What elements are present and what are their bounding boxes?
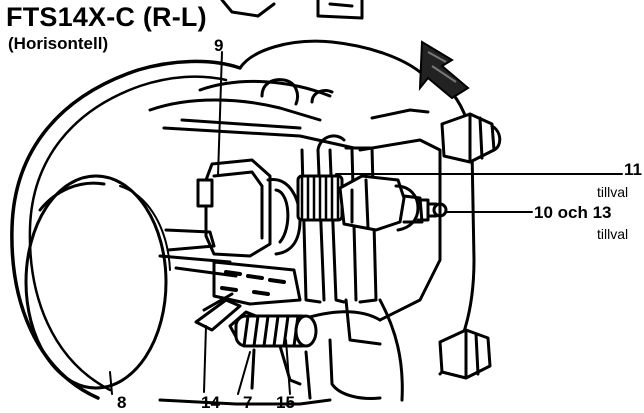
threaded-stem	[296, 174, 344, 222]
label-part-11-note: tillval	[597, 184, 629, 200]
flow-direction-arrow-icon	[418, 40, 470, 100]
trap-body-outline	[10, 39, 422, 406]
leader-14	[203, 325, 207, 393]
diagram-title: FTS14X-C (R-L)	[6, 2, 207, 32]
upper-bolt-icon	[440, 112, 502, 164]
leader-9	[217, 51, 223, 177]
float-ball	[24, 174, 171, 390]
label-part-14: 14	[201, 393, 220, 412]
float-arm	[158, 228, 238, 278]
body-base	[304, 298, 382, 400]
diagram-subtitle: (Horisontell)	[8, 34, 109, 53]
leader-8	[109, 371, 113, 395]
label-part-10-13: 10 och 13	[534, 203, 612, 222]
label-part-9: 9	[214, 36, 224, 55]
label-part-7: 7	[243, 393, 253, 412]
leader-lines	[109, 51, 623, 395]
label-part-15: 15	[276, 393, 295, 412]
air-vent-fitting	[338, 174, 448, 232]
label-part-8: 8	[117, 393, 127, 412]
spring-coil	[234, 314, 318, 390]
top-edge-fragment	[220, 0, 364, 20]
lower-bolt-icon	[438, 328, 492, 380]
label-part-11: 11	[624, 160, 642, 179]
leader-7	[237, 351, 251, 395]
leader-15	[285, 339, 291, 395]
label-part-10-13-note: tillval	[597, 226, 629, 242]
